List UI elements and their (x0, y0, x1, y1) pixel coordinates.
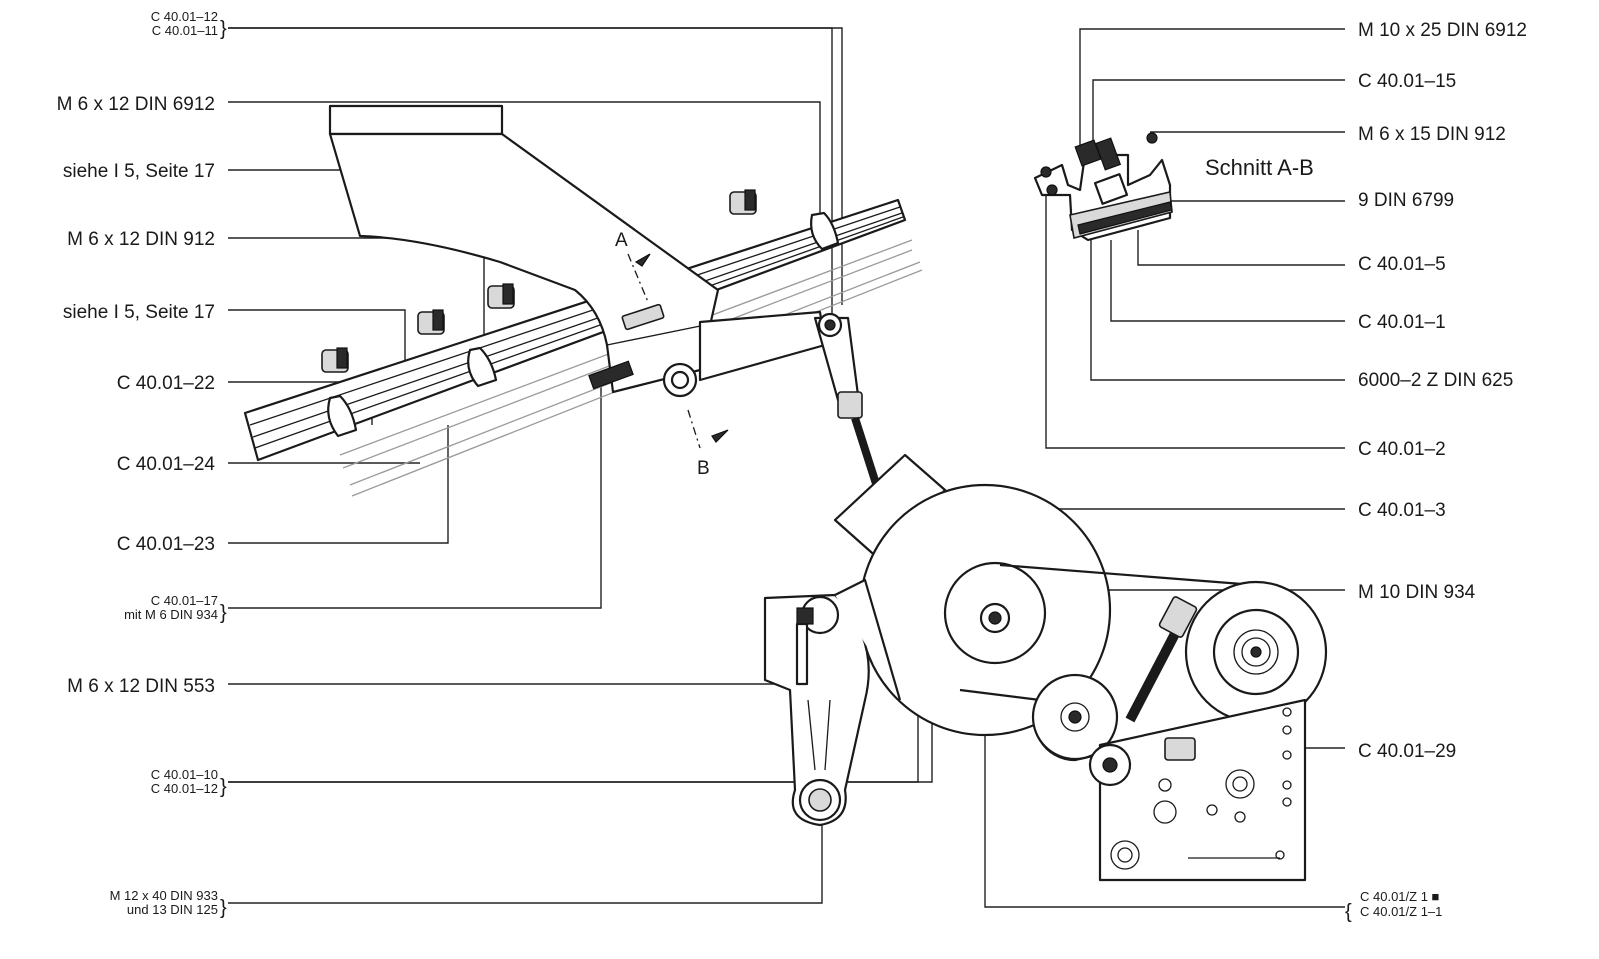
callout-left-8: C 40.01–23 (117, 534, 215, 555)
callout-right-12a: C 40.01/Z 1 ■ (1360, 889, 1440, 904)
callout-left-9a: C 40.01–17 (151, 593, 218, 608)
clamp-screw-4 (729, 189, 840, 251)
rail-clamps (321, 189, 840, 438)
callout-right-6: C 40.01–1 (1358, 312, 1446, 333)
callout-left-10: M 6 x 12 DIN 553 (67, 676, 215, 697)
brace-left-1: } (220, 18, 227, 40)
callout-left-11b: C 40.01–12 (151, 781, 218, 796)
callout-right-12b: C 40.01/Z 1–1 (1360, 904, 1442, 919)
section-title: Schnitt A-B (1205, 155, 1314, 180)
swing-lever (763, 578, 902, 827)
brace-left-11: } (220, 776, 227, 798)
callout-right-2: C 40.01–15 (1358, 71, 1456, 92)
callout-right-11: C 40.01–29 (1358, 741, 1456, 762)
callout-left-5: siehe I 5, Seite 17 (63, 302, 215, 323)
right-callouts: M 10 x 25 DIN 6912 C 40.01–15 M 6 x 15 D… (1345, 20, 1527, 923)
callout-left-1a: C 40.01–12 (151, 9, 218, 24)
callout-left-6: C 40.01–22 (117, 373, 215, 394)
brace-left-12: } (220, 897, 227, 919)
left-callouts: C 40.01–12 C 40.01–11 } M 6 x 12 DIN 691… (57, 9, 227, 919)
callout-left-4: M 6 x 12 DIN 912 (67, 229, 215, 250)
callout-left-2: M 6 x 12 DIN 6912 (57, 94, 215, 115)
section-a-b-detail: Schnitt A-B (1033, 132, 1314, 242)
clamp-screw-2 (417, 309, 445, 335)
callout-left-12b: und 13 DIN 125 (127, 902, 218, 917)
drive-assembly (833, 453, 1328, 882)
callout-left-11a: C 40.01–10 (151, 767, 218, 782)
callout-right-3: M 6 x 15 DIN 912 (1358, 124, 1506, 145)
callout-left-3: siehe I 5, Seite 17 (63, 161, 215, 182)
callout-right-4: 9 DIN 6799 (1358, 190, 1454, 211)
section-mark-b: B (697, 458, 710, 479)
callout-right-1: M 10 x 25 DIN 6912 (1358, 20, 1527, 41)
callout-right-5: C 40.01–5 (1358, 254, 1446, 275)
section-marks: A B (615, 230, 729, 479)
callout-right-8: C 40.01–2 (1358, 439, 1446, 460)
clamp-screw-3 (467, 283, 515, 388)
section-mark-a: A (615, 230, 628, 251)
callout-left-12a: M 12 x 40 DIN 933 (110, 888, 218, 903)
callout-right-9: C 40.01–3 (1358, 500, 1446, 521)
hopper-chute (328, 104, 827, 398)
callout-right-7: 6000–2 Z DIN 625 (1358, 370, 1513, 391)
callout-right-10: M 10 DIN 934 (1358, 582, 1476, 603)
callout-left-7: C 40.01–24 (117, 454, 216, 475)
callout-left-9b: mit M 6 DIN 934 (124, 607, 218, 622)
brace-left-9: } (220, 602, 227, 624)
callout-left-1b: C 40.01–11 (152, 23, 218, 38)
brace-right-12: { (1345, 901, 1352, 923)
clamp-screw-1 (321, 347, 358, 438)
